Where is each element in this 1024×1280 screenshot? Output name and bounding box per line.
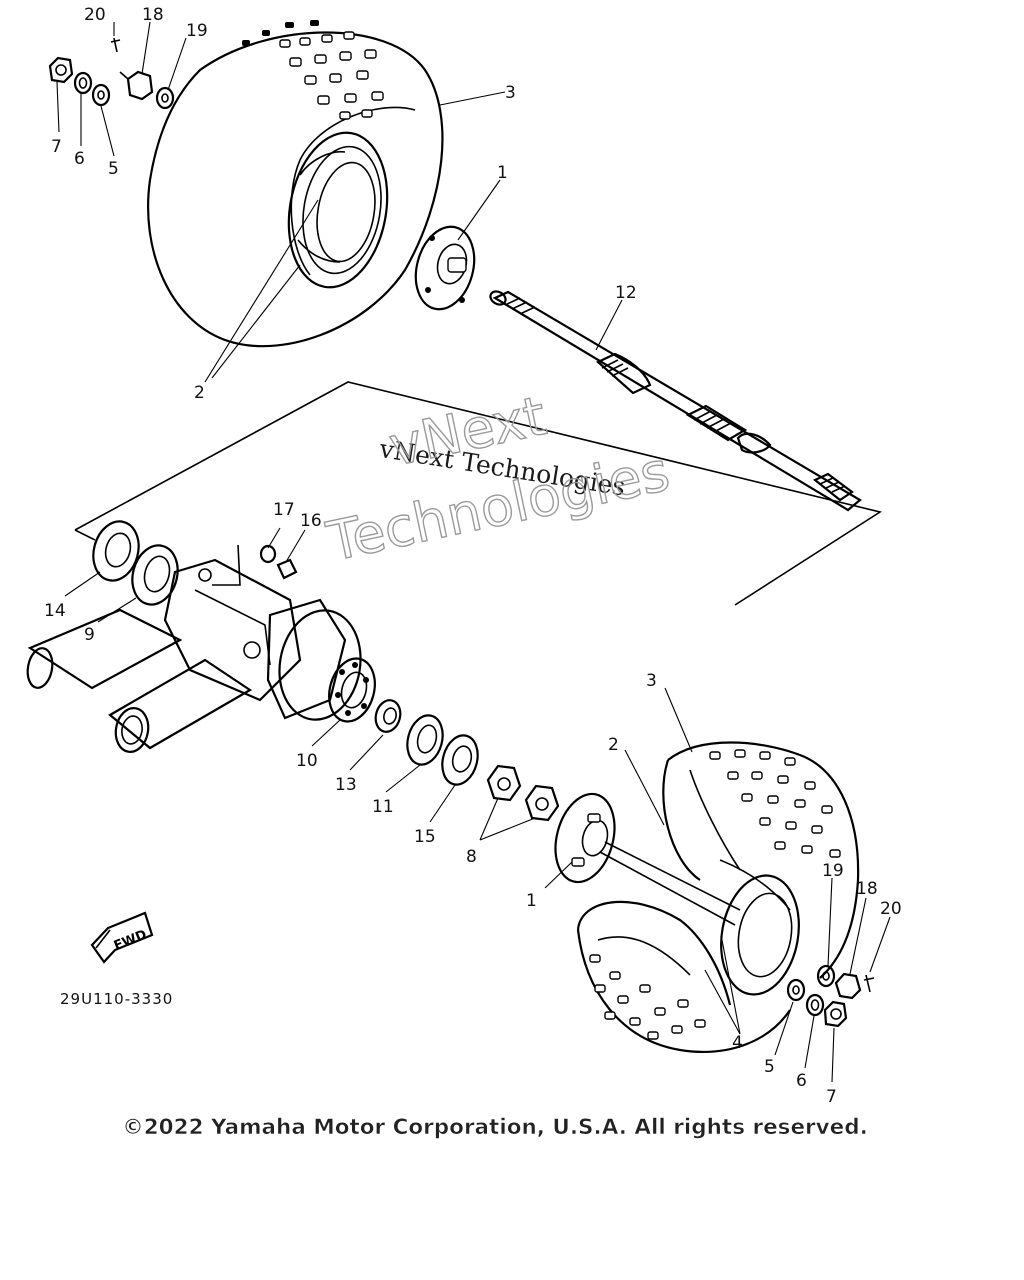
callout-18-top: 18	[142, 5, 164, 25]
fwd-label: FWD	[112, 927, 149, 954]
callout-2-top: 2	[194, 383, 205, 403]
bottom-tire-tread	[589, 749, 841, 1040]
rear-axle-shaft	[489, 290, 862, 512]
callout-10: 10	[296, 751, 318, 771]
callout-17: 17	[273, 500, 295, 520]
top-left-nut-stack	[48, 37, 175, 110]
fwd-arrow	[90, 911, 154, 964]
callout-11: 11	[372, 797, 394, 817]
callout-14: 14	[44, 601, 66, 621]
callout-1-top: 1	[497, 163, 508, 183]
assembly-outline	[74, 381, 883, 606]
callout-6-bot: 6	[796, 1071, 807, 1091]
callout-9: 9	[84, 625, 95, 645]
top-hub	[414, 225, 476, 311]
callout-12: 12	[615, 283, 637, 303]
top-tire-assembly	[146, 20, 444, 348]
axle-nuts	[486, 764, 560, 822]
seal-and-bearing-left	[92, 520, 179, 606]
leader-lines	[56, 21, 891, 1083]
callout-16: 16	[300, 511, 322, 531]
callout-5-bot: 5	[764, 1057, 775, 1077]
callout-6-top: 6	[74, 149, 85, 169]
callout-7-bot: 7	[826, 1087, 837, 1107]
callout-8: 8	[466, 847, 477, 867]
callout-3-top: 3	[505, 83, 516, 103]
callout-19-bot: 19	[822, 861, 844, 881]
part-code: 29U110-3330	[60, 990, 173, 1008]
callout-13: 13	[335, 775, 357, 795]
callout-5-top: 5	[108, 159, 119, 179]
spacers-and-seals	[374, 699, 479, 786]
callout-19-top: 19	[186, 21, 208, 41]
bottom-tire-assembly	[576, 741, 875, 1053]
axle-housing	[26, 558, 376, 753]
callout-3-bot: 3	[646, 671, 657, 691]
callout-20-bot: 20	[880, 899, 902, 919]
callout-18-bot: 18	[856, 879, 878, 899]
callout-20-top: 20	[84, 5, 106, 25]
callout-labels: 20 18 19 7 6 5 3 1 12 2 17 16 14 9 3 2 1…	[44, 5, 902, 1107]
callout-4: 4	[732, 1033, 743, 1053]
bottom-hub	[554, 792, 741, 926]
callout-2-bot: 2	[608, 735, 619, 755]
callout-1-bot: 1	[526, 891, 537, 911]
copyright-footer: ©2022 Yamaha Motor Corporation, U.S.A. A…	[122, 1115, 868, 1140]
callout-7-top: 7	[51, 137, 62, 157]
callout-15: 15	[414, 827, 436, 847]
top-tire-tread	[242, 20, 384, 120]
